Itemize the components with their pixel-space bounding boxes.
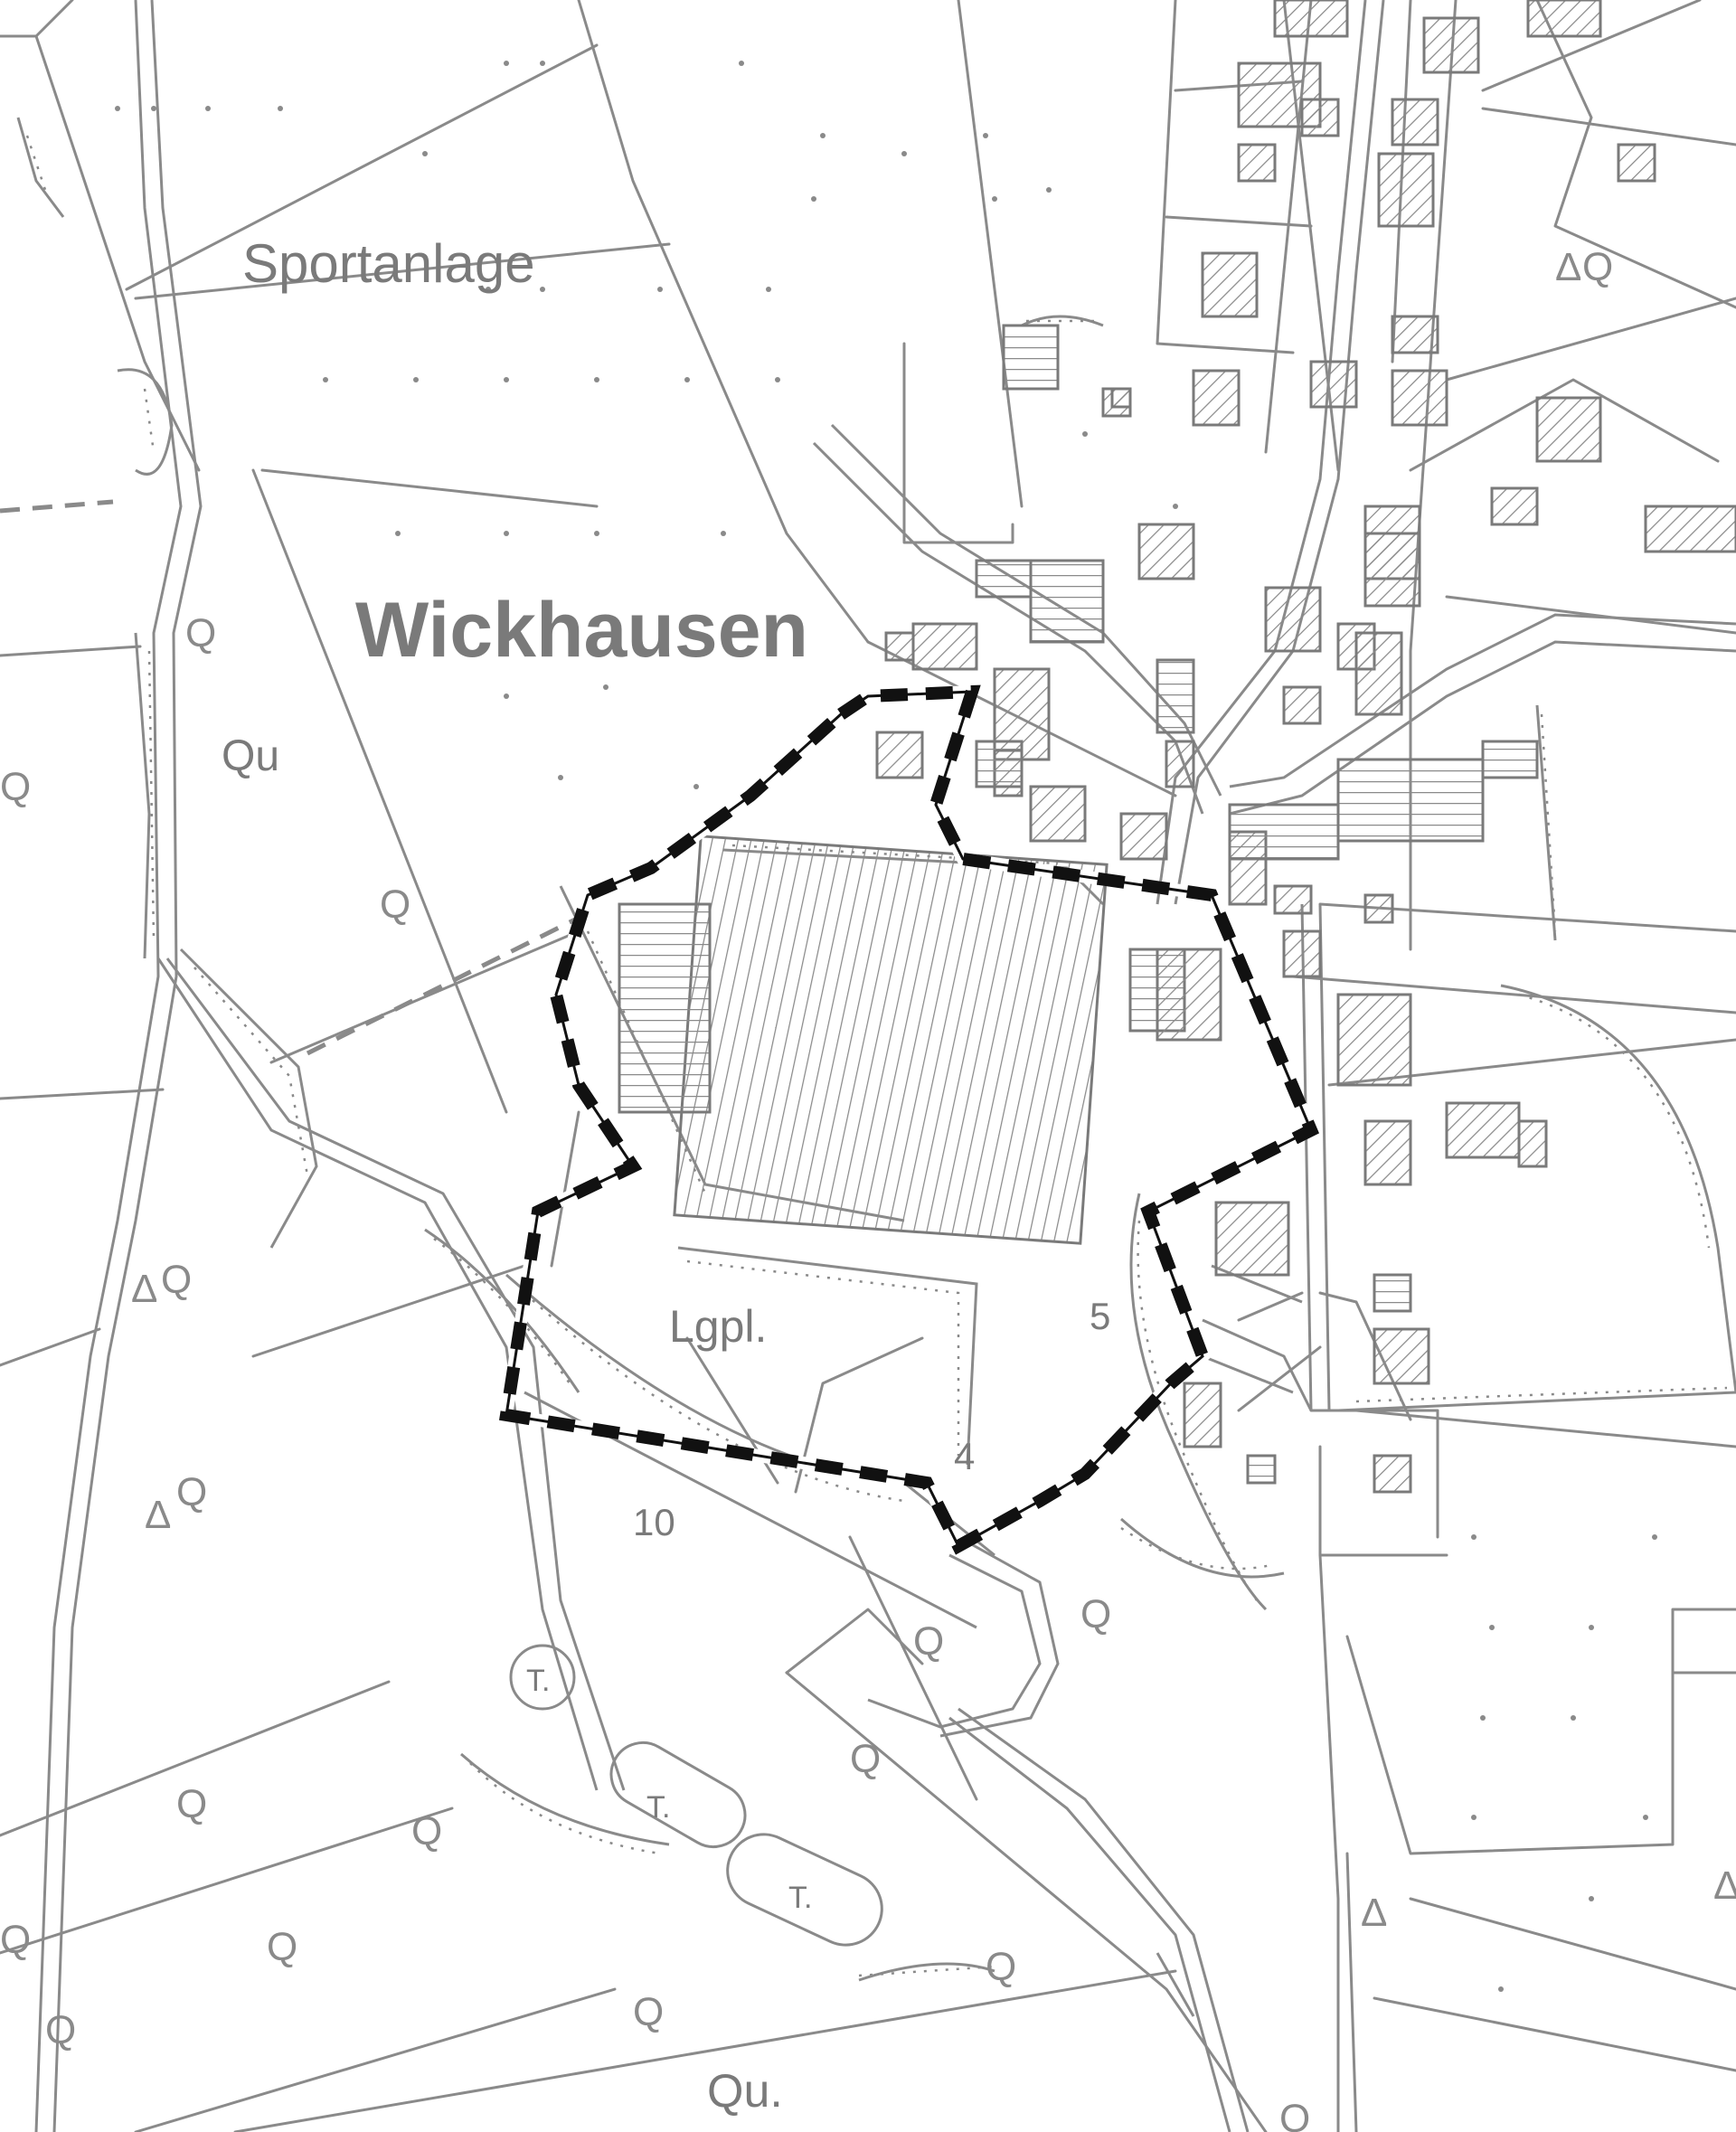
svg-text:Δ: Δ [1555, 245, 1581, 289]
svg-text:Δ: Δ [1713, 1863, 1736, 1908]
land-use-symbols: Q Q Q Δ Q Δ Q Q Q Q Q Q Q Q Q Q Δ Δ Δ Q … [0, 245, 1736, 2132]
svg-text:Q: Q [1582, 245, 1613, 289]
svg-text:Q: Q [267, 1925, 297, 1969]
label-qu-south: Qu. [707, 2065, 783, 2118]
roads [34, 0, 1736, 2132]
tanks [509, 1644, 883, 1947]
label-tank-3: T. [788, 1881, 812, 1915]
label-tank-2: T. [646, 1790, 670, 1825]
svg-text:Q: Q [633, 1990, 664, 2034]
svg-text:Q: Q [913, 1619, 944, 1664]
label-qu-north: Qu [222, 732, 279, 780]
svg-text:Q: Q [161, 1258, 192, 1302]
svg-text:Q: Q [986, 1945, 1016, 1989]
hall-annex [618, 902, 712, 1114]
sports-hall-building [673, 835, 1109, 1245]
svg-text:Δ: Δ [131, 1267, 157, 1311]
label-height-4: 4 [954, 1435, 975, 1477]
label-lgpl: Lgpl. [669, 1301, 767, 1352]
svg-text:Q: Q [1279, 2097, 1310, 2132]
svg-text:Q: Q [176, 1470, 207, 1514]
svg-text:Q: Q [380, 882, 410, 927]
svg-text:Q: Q [185, 611, 216, 656]
label-sportanlage: Sportanlage [242, 233, 535, 294]
svg-text:Q: Q [45, 2008, 76, 2052]
label-tank-1: T. [526, 1664, 550, 1698]
label-height-5: 5 [1090, 1295, 1110, 1337]
svg-text:Q: Q [850, 1737, 881, 1781]
field-dots [115, 61, 1657, 1992]
svg-text:Q: Q [0, 765, 31, 809]
district-dashed-lines [0, 499, 590, 1056]
svg-text:Δ: Δ [1361, 1891, 1387, 1935]
svg-text:Q: Q [0, 1918, 31, 1962]
label-place-name: Wickhausen [355, 587, 808, 674]
buildings [618, 0, 1736, 1494]
label-height-10: 10 [633, 1501, 675, 1543]
svg-text:Δ: Δ [145, 1493, 171, 1537]
svg-text:Q: Q [411, 1809, 442, 1854]
svg-text:Q: Q [176, 1782, 207, 1826]
plan-boundary [499, 684, 1320, 1555]
svg-text:Q: Q [1080, 1592, 1111, 1637]
